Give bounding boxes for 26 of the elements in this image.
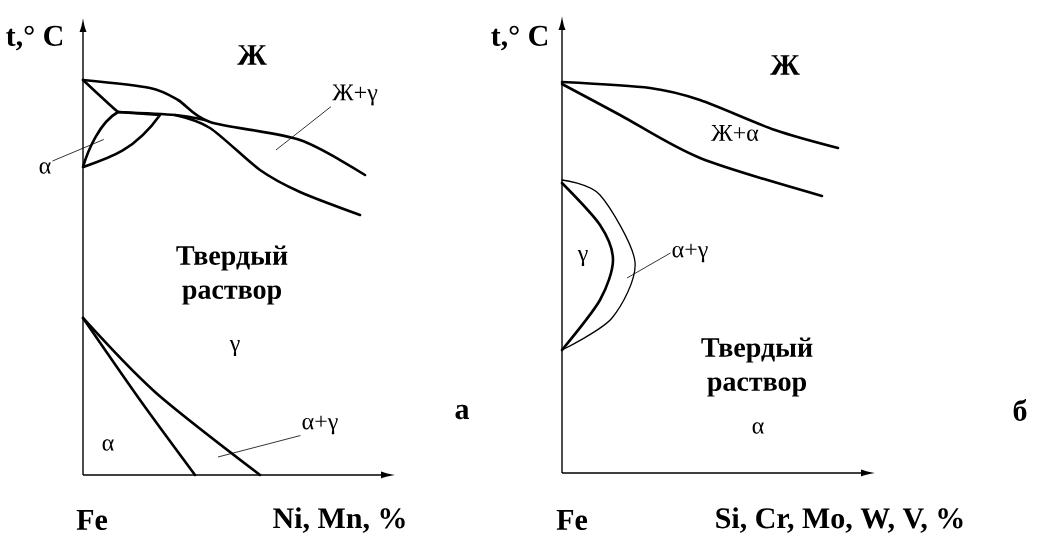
phase-label: α+γ [302,415,338,435]
phase-label: Твердый раствор [176,245,288,305]
phase-label: γ [577,249,588,267]
axis-label: Fe [556,510,588,530]
phase-label: γ [229,339,240,357]
phase-label: Ж [237,45,267,65]
axis-label: Ni, Mn, % [273,507,405,533]
phase-label: α [752,422,764,434]
leader-line [275,106,332,151]
panel-label: б [1013,399,1027,421]
axis-label: t,° C [491,25,548,51]
phase-label: Ж+α [711,125,759,141]
phase-label: α+γ [672,243,708,263]
axis-label: t,° C [6,25,63,51]
phase-label: α [39,162,51,174]
leader-line [217,435,301,458]
axis-label: Fe [76,510,108,530]
leader-line [626,252,671,279]
axis-label: Si, Cr, Mo, W, V, % [716,507,963,533]
phase-region [81,110,162,169]
phase-label: Ж [770,55,800,75]
panel-label: а [455,404,470,420]
phase-label: α [102,439,114,451]
leader-line [52,139,105,162]
phase-label: Твердый раствор [701,337,813,397]
phase-label: Ж+γ [332,84,378,106]
